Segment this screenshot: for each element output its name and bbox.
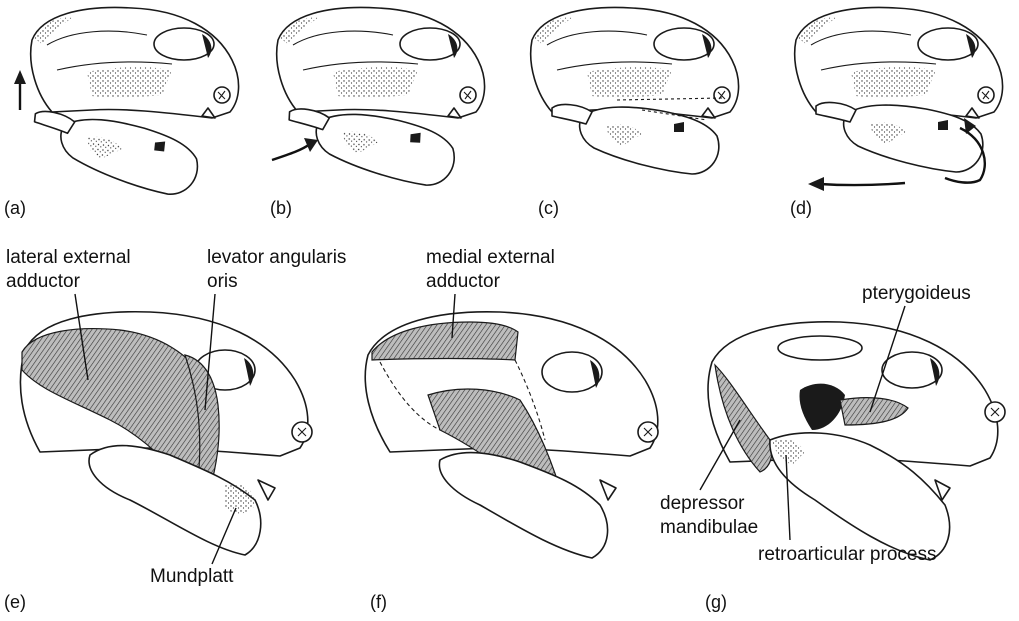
panel-e: lateral external adductor levator angula…	[4, 247, 346, 612]
curved-arrow-b	[272, 144, 310, 160]
mundplatt-patch	[225, 484, 255, 514]
label-levator-angularis-oris-line1: levator angularis	[207, 247, 346, 268]
skull-drawing-a	[28, 7, 238, 196]
skull-drawing-b	[277, 7, 485, 186]
panel-g: pterygoideus depressor mandibulae retroa…	[660, 283, 1005, 612]
panel-label-f: (f)	[370, 592, 387, 612]
label-lateral-external-adductor-line1: lateral external	[6, 247, 131, 268]
label-mundplatt: Mundplatt	[150, 566, 234, 587]
left-arrow-d	[820, 183, 905, 185]
panel-b: (b)	[270, 7, 485, 218]
panel-label-e: (e)	[4, 592, 26, 612]
panel-f: medial external adductor (f)	[365, 247, 658, 612]
panel-label-a: (a)	[4, 198, 26, 218]
panel-label-c: (c)	[538, 198, 559, 218]
label-levator-angularis-oris-line2: oris	[207, 271, 238, 292]
label-medial-external-adductor-line1: medial external	[426, 247, 555, 268]
skull-drawing-c	[531, 7, 739, 174]
panel-label-b: (b)	[270, 198, 292, 218]
label-lateral-external-adductor-line2: adductor	[6, 271, 81, 292]
panel-c: (c)	[531, 7, 739, 218]
skull-drawing-e	[20, 312, 312, 555]
panel-d: (d)	[790, 7, 1003, 218]
medial-external-adductor-muscle	[372, 322, 518, 360]
panel-a: (a)	[4, 7, 239, 218]
panel-label-d: (d)	[790, 198, 812, 218]
label-retroarticular-process: retroarticular process	[758, 544, 936, 565]
label-depressor-mandibulae-line2: mandibulae	[660, 517, 758, 538]
skull-drawing-d	[795, 7, 1003, 172]
label-pterygoideus: pterygoideus	[862, 283, 971, 304]
panel-label-g: (g)	[705, 592, 727, 612]
label-medial-external-adductor-line2: adductor	[426, 271, 501, 292]
skull-drawing-f	[365, 312, 658, 558]
label-depressor-mandibulae-line1: depressor	[660, 493, 745, 514]
